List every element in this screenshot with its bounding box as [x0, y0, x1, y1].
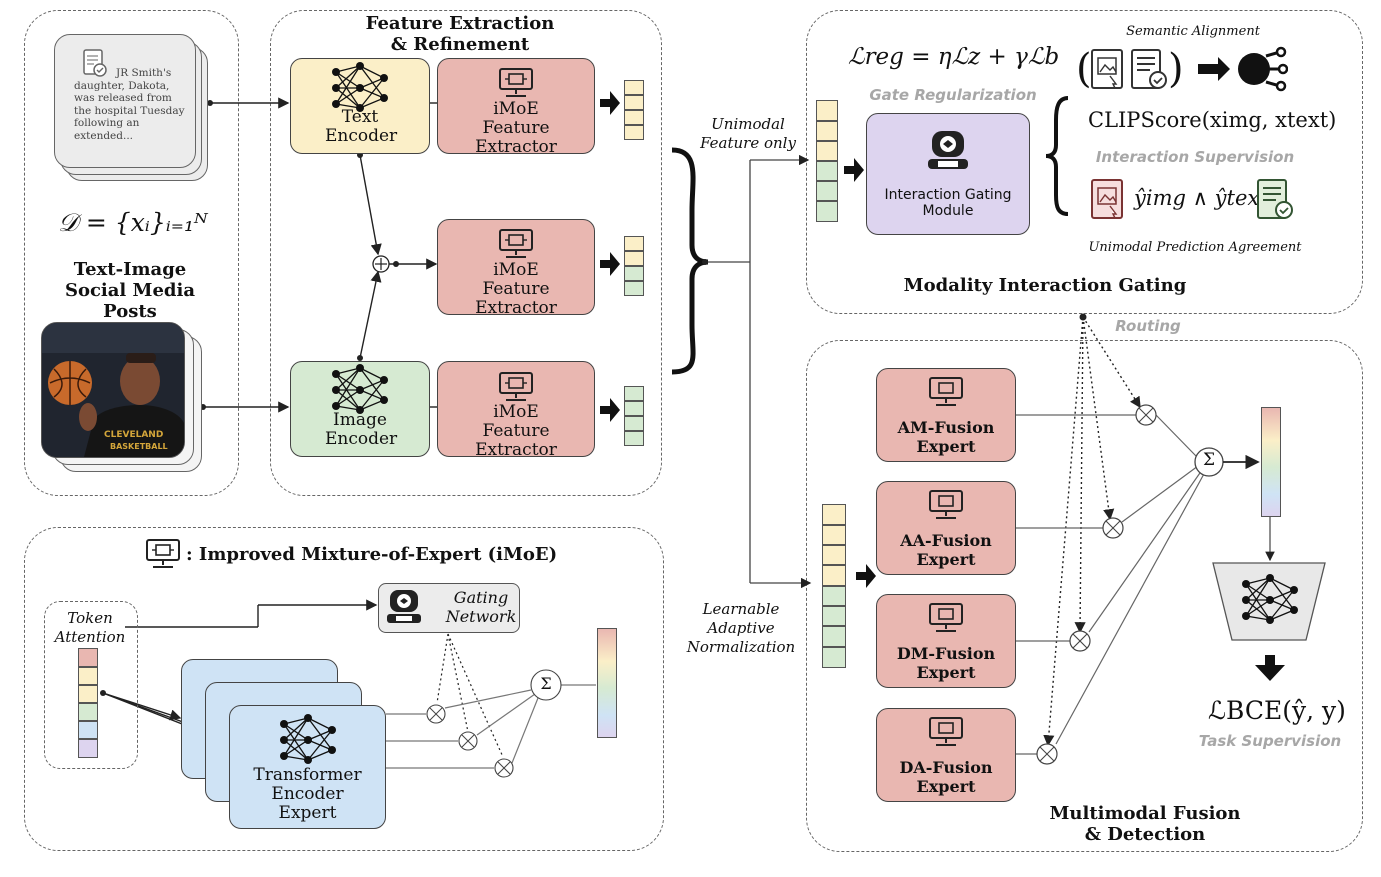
- imoe-monitor-icon: [929, 603, 963, 632]
- imoe-monitor-icon: [929, 717, 963, 746]
- gating-input-vector: [816, 100, 838, 222]
- transformer-encoder-expert[interactable]: Transformer Encoder Expert: [229, 705, 386, 829]
- paren-left: (: [1076, 46, 1092, 92]
- imoe-extractor-label-1: iMoE Feature Extractor: [475, 98, 557, 157]
- transformer-expert-label: Transformer Encoder Expert: [253, 764, 362, 823]
- input-panel-title: Text-Image Social Media Posts: [64, 259, 196, 322]
- interaction-supervision-label: Interaction Supervision: [1095, 148, 1295, 166]
- loss-formula: ℒBCE(ŷ, y): [1208, 696, 1346, 725]
- sum-node-label: Σ: [1202, 450, 1216, 470]
- token-attention-label: Token Attention: [54, 609, 126, 646]
- neural-net-icon: [280, 714, 336, 764]
- gating-network-label: Gating Network: [445, 588, 517, 626]
- robot-icon: [928, 131, 968, 169]
- imoe-extractor-label-2: iMoE Feature Extractor: [475, 259, 557, 318]
- gating-panel-title: Modality Interaction Gating: [903, 275, 1187, 296]
- document-icon: [83, 49, 107, 77]
- imoe-sum-label: Σ: [540, 674, 552, 693]
- image-encoder-label: Image Encoder: [325, 410, 398, 449]
- aa-fusion-label: AA-Fusion Expert: [900, 531, 992, 569]
- image-feature-vector: [624, 386, 644, 446]
- svg-text:CLEVELAND: CLEVELAND: [104, 430, 163, 440]
- semantic-alignment-label: Semantic Alignment: [1126, 24, 1260, 39]
- robot-icon: [387, 590, 421, 623]
- classifier-net-icon: [1242, 574, 1298, 624]
- text-encoder-label: Text Encoder: [325, 107, 398, 146]
- imoe-extractor-label-3: iMoE Feature Extractor: [475, 401, 557, 460]
- aa-fusion-expert[interactable]: AA-Fusion Expert: [876, 481, 1016, 575]
- network-node-icon: [1238, 46, 1288, 92]
- gate-regularization-label: Gate Regularization: [869, 86, 1037, 104]
- text-encoder-box[interactable]: Text Encoder: [290, 58, 430, 154]
- text-doc-icon: [1131, 49, 1167, 89]
- agreement-formula: ŷimg ∧ ŷtext: [1134, 186, 1268, 210]
- basketball-photo: CLEVELAND BASKETBALL: [41, 322, 185, 458]
- token-vector: [78, 648, 98, 758]
- imoe-monitor-icon: [499, 68, 533, 97]
- post-text: JR Smith's daughter, Dakota, was release…: [74, 67, 185, 142]
- normalized-feature-vector: [822, 504, 846, 668]
- imoe-monitor-icon: [146, 539, 180, 568]
- clipscore-formula: CLIPScore(ximg, xtext): [1088, 108, 1337, 132]
- imoe-monitor-icon: [929, 490, 963, 519]
- text-feature-vector: [624, 80, 644, 140]
- dm-fusion-label: DM-Fusion Expert: [896, 644, 996, 682]
- token-attention-box: [44, 601, 138, 769]
- learnable-label: Learnable Adaptive Normalization: [686, 600, 796, 656]
- imoe-output-vector: [597, 628, 617, 738]
- imoe-monitor-icon: [499, 372, 533, 401]
- da-fusion-label: DA-Fusion Expert: [899, 758, 993, 796]
- interaction-gating-label: Interaction Gating Module: [884, 187, 1012, 219]
- imoe-monitor-icon: [499, 229, 533, 258]
- reg-formula: ℒreg = ηℒz + γℒb: [848, 44, 1060, 70]
- text-doc-icon: [1257, 179, 1293, 219]
- neural-net-icon: [332, 364, 388, 414]
- fused-output-vector: [1261, 407, 1281, 517]
- imoe-monitor-icon: [929, 377, 963, 406]
- unimodal-label: Unimodal Feature only: [700, 115, 796, 152]
- image-doc-icon: [1091, 49, 1123, 89]
- imoe-extractor-3[interactable]: iMoE Feature Extractor: [437, 361, 595, 460]
- fused-feature-vector: [624, 236, 644, 296]
- dataset-formula: 𝒟 = {xᵢ}ᵢ₌₁ᴺ: [58, 208, 208, 237]
- basketball-player-illustration: CLEVELAND BASKETBALL: [42, 323, 184, 457]
- routing-label: Routing: [1115, 317, 1181, 335]
- task-supervision-label: Task Supervision: [1198, 732, 1342, 750]
- feature-panel-title: Feature Extraction & Refinement: [365, 13, 555, 55]
- am-fusion-expert[interactable]: AM-Fusion Expert: [876, 368, 1016, 462]
- fusion-panel-title: Multimodal Fusion & Detection: [1049, 803, 1241, 845]
- neural-net-icon: [332, 62, 388, 112]
- text-post-card: JR Smith's daughter, Dakota, was release…: [54, 34, 196, 168]
- am-fusion-label: AM-Fusion Expert: [897, 418, 995, 456]
- svg-text:BASKETBALL: BASKETBALL: [110, 442, 168, 451]
- imoe-legend-label: : Improved Mixture-of-Expert (iMoE): [186, 544, 558, 565]
- paren-right: ): [1168, 46, 1184, 92]
- unimodal-agreement-label: Unimodal Prediction Agreement: [1088, 240, 1302, 255]
- image-doc-icon: [1091, 179, 1123, 219]
